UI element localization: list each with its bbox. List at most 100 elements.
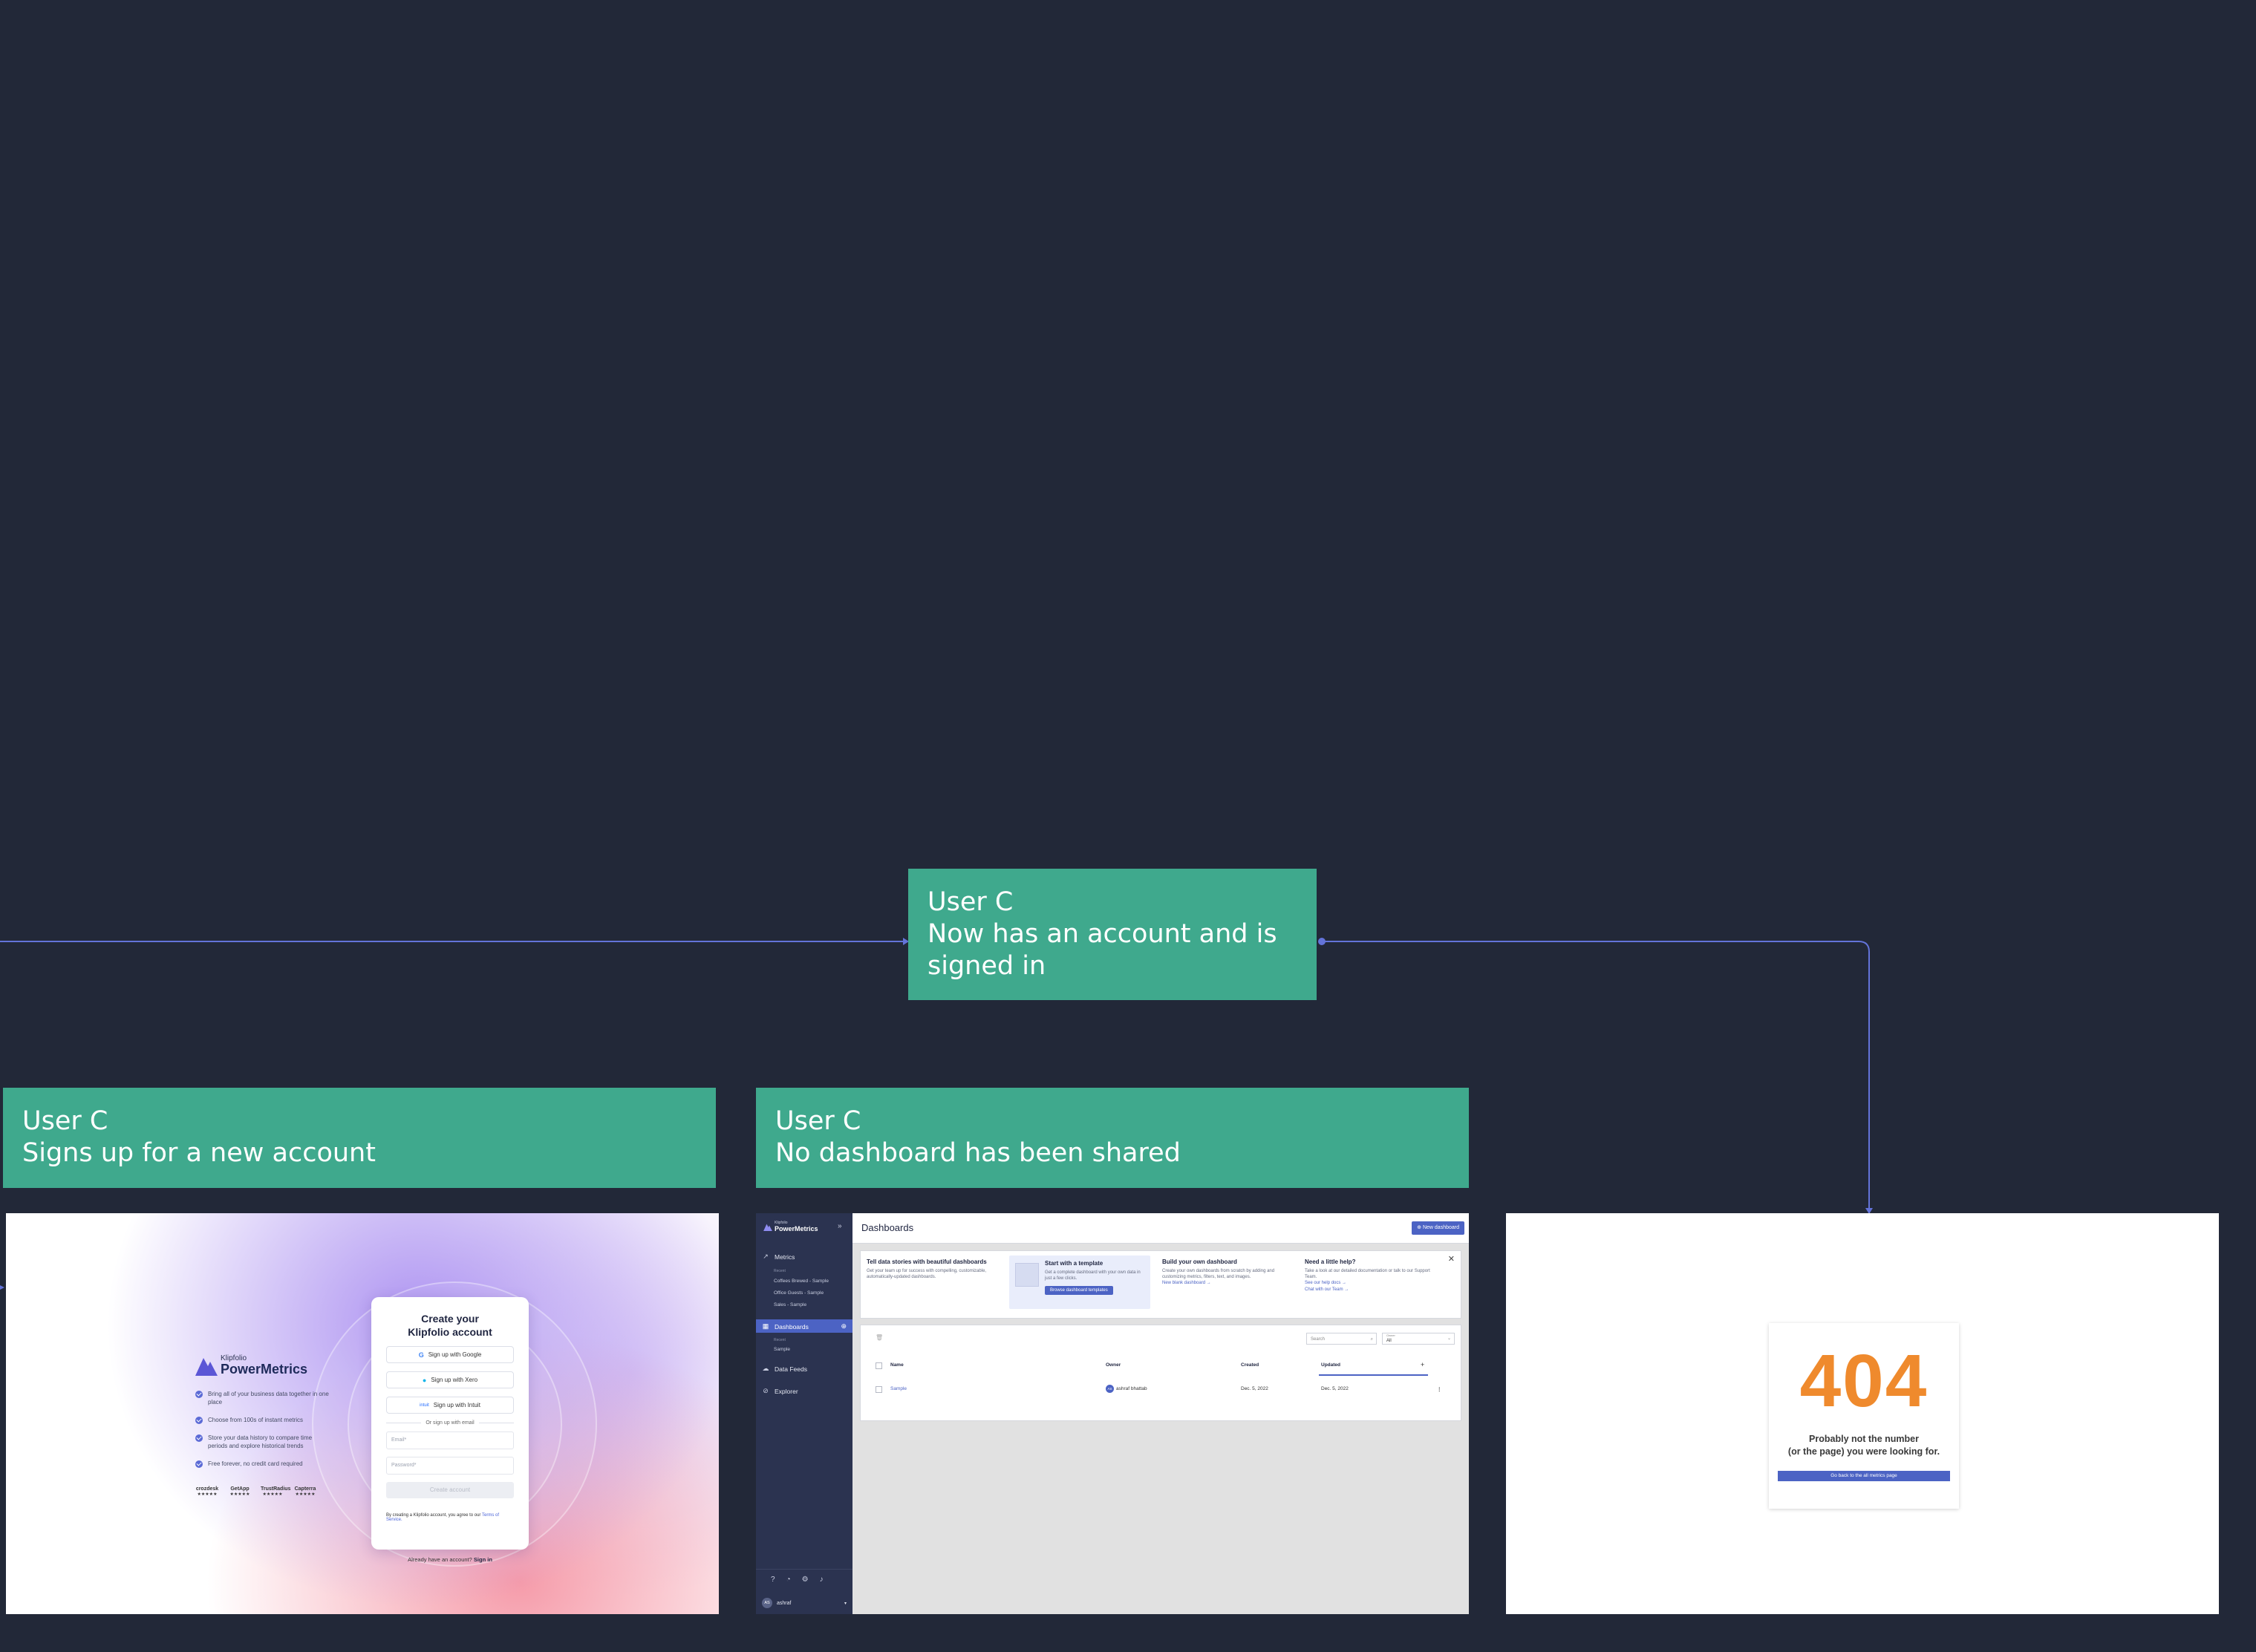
brand-name: PowerMetrics (221, 1362, 308, 1377)
review-badge: Capterra★★★★★ (294, 1486, 316, 1497)
recent-dashboard-item[interactable]: Sample (774, 1347, 791, 1352)
error-message: Probably not the number (or the page) yo… (1787, 1434, 1940, 1457)
trend-icon: ↗ (763, 1253, 769, 1260)
row-checkbox[interactable] (876, 1386, 882, 1393)
chat-team-link[interactable]: Chat with our Team → (1305, 1287, 1349, 1292)
review-badge: TrustRadius★★★★★ (261, 1486, 291, 1497)
owner-filter-select[interactable]: Owner All ⌄ (1382, 1333, 1455, 1345)
search-input[interactable]: Search ⌕ (1306, 1333, 1377, 1345)
gear-icon[interactable]: ⚙ (801, 1576, 809, 1584)
help-option: Need a little help? Take a look at our d… (1305, 1258, 1438, 1293)
feature-item: Free forever, no credit card required (195, 1460, 329, 1468)
error-code: 404 (1799, 1339, 1929, 1423)
row-updated: Dec. 5, 2022 (1321, 1386, 1349, 1391)
add-column-icon[interactable]: + (1421, 1361, 1425, 1368)
close-icon[interactable]: ✕ (1447, 1255, 1455, 1264)
xero-icon: ● (422, 1376, 427, 1384)
trash-icon[interactable]: 🗑 (876, 1334, 884, 1341)
more-actions-icon[interactable]: ⋮ (1437, 1387, 1442, 1392)
collapse-sidebar-icon[interactable]: » (838, 1222, 842, 1230)
column-header-name[interactable]: Name (890, 1362, 904, 1368)
review-badge: GetApp★★★★★ (229, 1486, 250, 1497)
signup-screen: Klipfolio PowerMetrics Bring all of your… (6, 1213, 719, 1614)
check-icon (195, 1417, 203, 1424)
sidebar-item-data-feeds[interactable]: ☁Data Feeds (762, 1365, 807, 1373)
step-card-no-dashboard: User C No dashboard has been shared (756, 1088, 1469, 1188)
feature-list: Bring all of your business data together… (195, 1390, 329, 1478)
new-blank-dashboard-link[interactable]: New blank dashboard → (1162, 1281, 1211, 1285)
sign-in-prompt: Already have an account? Sign in (408, 1556, 492, 1563)
recent-metric-item[interactable]: Coffees Brewed - Sample (774, 1279, 829, 1284)
getting-started-banner: ✕ Tell data stories with beautiful dashb… (860, 1250, 1461, 1319)
browse-templates-button[interactable]: Browse dashboard templates (1045, 1286, 1113, 1295)
avatar: AS (1106, 1385, 1114, 1393)
cloud-icon: ☁ (762, 1365, 769, 1372)
page-title: Dashboards (861, 1222, 914, 1233)
step-card-signed-in: User C Now has an account and is signed … (908, 869, 1317, 1000)
row-name-link[interactable]: Sample (890, 1386, 907, 1391)
recent-metric-item[interactable]: Office Guests - Sample (774, 1290, 824, 1296)
terms-text: By creating a Klipfolio account, you agr… (386, 1513, 499, 1522)
powermetrics-logo: Klipfolio PowerMetrics (195, 1354, 307, 1377)
sidebar-item-explorer[interactable]: ⊘Explorer (763, 1387, 798, 1395)
chevron-down-icon: ⌄ (1447, 1336, 1451, 1341)
sidebar-item-metrics[interactable]: ↗Metrics (763, 1253, 795, 1261)
sidebar-logo: Klipfolio PowerMetrics (763, 1221, 818, 1233)
step-card-user: User C (775, 1106, 861, 1136)
help-icon[interactable]: ? (771, 1576, 775, 1584)
column-header-owner[interactable]: Owner (1106, 1362, 1121, 1368)
user-menu[interactable]: AS ashraf ▾ (762, 1598, 847, 1608)
row-created: Dec. 5, 2022 (1241, 1386, 1268, 1391)
chevron-down-icon: ▾ (844, 1601, 847, 1606)
google-icon: G (418, 1351, 424, 1359)
bell-icon[interactable]: ♪ (819, 1576, 824, 1584)
sidebar: Klipfolio PowerMetrics » ↗Metrics Recent… (756, 1213, 852, 1614)
sidebar-footer: ? ◔ ⚙ ♪ AS ashraf ▾ (756, 1569, 852, 1614)
check-icon (195, 1460, 203, 1468)
mountain-logo-icon (195, 1358, 218, 1376)
check-icon (195, 1434, 203, 1442)
column-header-updated[interactable]: Updated (1321, 1362, 1340, 1368)
compass-icon: ⊘ (763, 1387, 769, 1394)
new-dashboard-button[interactable]: ⊕ New dashboard (1412, 1221, 1464, 1235)
email-field[interactable]: Email* (386, 1431, 514, 1449)
feature-item: Choose from 100s of instant metrics (195, 1416, 329, 1424)
dashboards-screen: Klipfolio PowerMetrics » ↗Metrics Recent… (756, 1213, 1469, 1614)
review-badges: crozdesk★★★★★ GetApp★★★★★ TrustRadius★★★… (195, 1486, 317, 1497)
help-docs-link[interactable]: See our help docs → (1305, 1281, 1347, 1285)
terms-link[interactable]: Terms of Service. (386, 1513, 499, 1522)
template-thumbnail-icon (1015, 1263, 1039, 1287)
add-dashboard-icon[interactable]: ⊕ (841, 1322, 847, 1330)
footer-icons: ? ◔ ⚙ ♪ (771, 1576, 824, 1584)
create-account-button[interactable]: Create account (386, 1482, 514, 1498)
signup-title: Create your Klipfolio account (408, 1313, 492, 1338)
feature-item: Bring all of your business data together… (195, 1390, 329, 1406)
build-own-option: Build your own dashboard Create your own… (1162, 1258, 1296, 1287)
search-icon: ⌕ (1370, 1337, 1373, 1342)
step-card-user: User C (927, 887, 1014, 917)
step-card-user: User C (22, 1106, 108, 1136)
sidebar-item-dashboards[interactable]: ▦Dashboards ⊕ (762, 1322, 847, 1331)
sign-in-link[interactable]: Sign in (473, 1556, 492, 1563)
step-card-desc: No dashboard has been shared (775, 1138, 1181, 1168)
select-all-checkbox[interactable] (876, 1362, 882, 1369)
grid-icon: ▦ (762, 1322, 769, 1330)
mountain-logo-icon (763, 1224, 772, 1231)
recent-metric-item[interactable]: Sales - Sample (774, 1302, 807, 1307)
review-badge: crozdesk★★★★★ (195, 1486, 219, 1497)
column-header-created[interactable]: Created (1241, 1362, 1259, 1368)
or-divider: Or sign up with email (386, 1420, 514, 1426)
dashboards-table: 🗑 Search ⌕ Owner All ⌄ Name Owner Create… (860, 1325, 1461, 1421)
xero-signup-button[interactable]: ●Sign up with Xero (386, 1371, 514, 1388)
banner-subtext: Get your team up for success with compel… (867, 1269, 987, 1279)
step-card-desc: Signs up for a new account (22, 1138, 376, 1168)
palette-icon[interactable]: ◔ (786, 1576, 791, 1584)
password-field[interactable]: Password* (386, 1457, 514, 1475)
template-option: Start with a template Get a complete das… (1009, 1256, 1150, 1309)
back-to-metrics-button[interactable]: Go back to the all metrics page (1778, 1471, 1950, 1481)
recent-caption: Recent (774, 1269, 786, 1273)
